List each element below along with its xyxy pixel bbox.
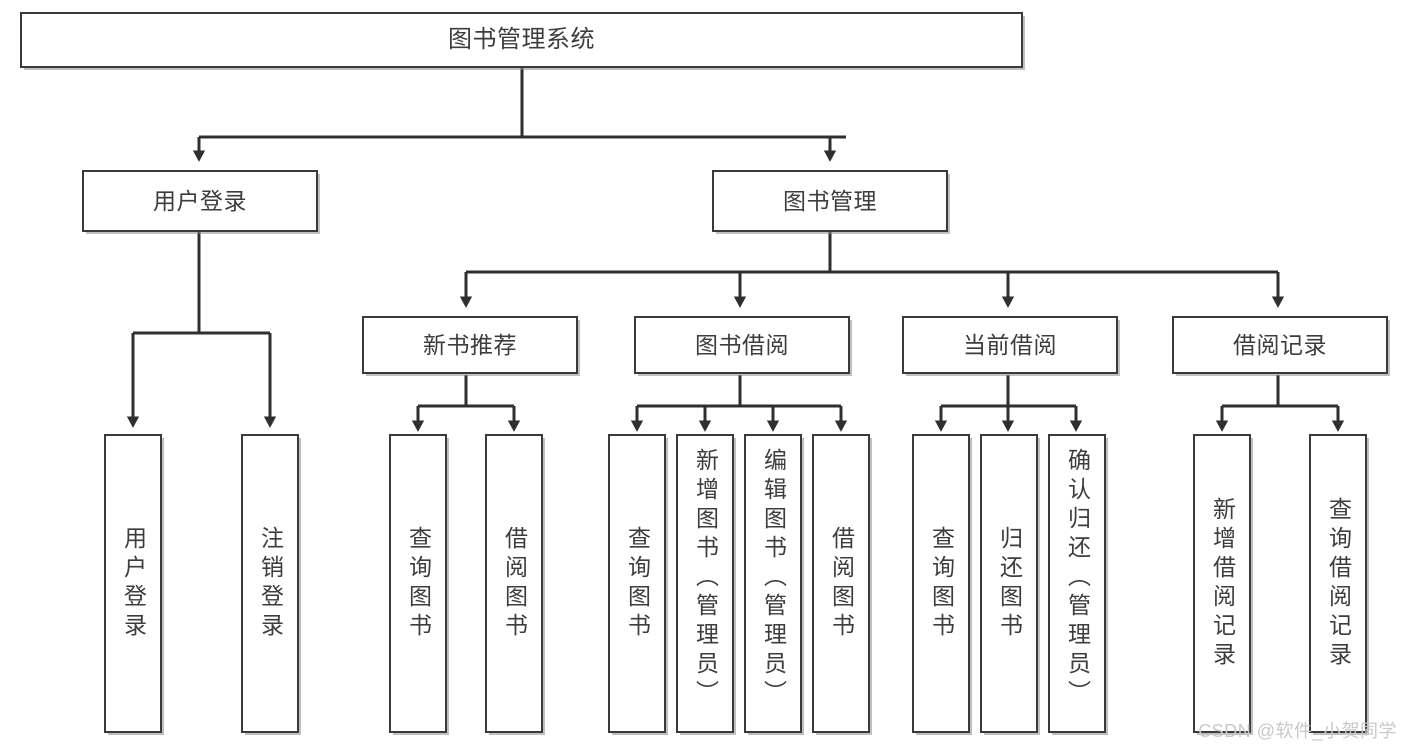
node-label: 新书推荐 (423, 331, 517, 358)
node-book-manage[interactable]: 图书管理 (712, 170, 948, 232)
node-label: 查询图书 (928, 525, 955, 642)
node-label: 新增图书（管理员） (692, 448, 719, 709)
leaf-borrow-book-2[interactable]: 借阅图书 (812, 434, 870, 733)
node-label: 注销登录 (257, 525, 284, 642)
node-label: 查询图书 (624, 525, 651, 642)
node-label: 图书借阅 (695, 331, 789, 358)
node-label: 编辑图书（管理员） (760, 448, 787, 709)
leaf-add-record[interactable]: 新增借阅记录 (1193, 434, 1251, 733)
node-label: 查询图书 (405, 525, 432, 642)
node-borrow-record[interactable]: 借阅记录 (1172, 316, 1388, 374)
node-label: 当前借阅 (963, 331, 1057, 358)
leaf-user-login[interactable]: 用户登录 (104, 434, 162, 733)
node-user-login[interactable]: 用户登录 (82, 170, 318, 232)
leaf-edit-book[interactable]: 编辑图书（管理员） (744, 434, 802, 733)
node-new-book-rec[interactable]: 新书推荐 (362, 316, 578, 374)
node-label: 图书管理 (783, 187, 877, 214)
leaf-return-book[interactable]: 归还图书 (980, 434, 1038, 733)
leaf-query-book-2[interactable]: 查询图书 (608, 434, 666, 733)
node-root-system[interactable]: 图书管理系统 (20, 12, 1023, 68)
node-label: 归还图书 (996, 525, 1023, 642)
node-label: 借阅图书 (501, 525, 528, 642)
leaf-borrow-book-1[interactable]: 借阅图书 (485, 434, 543, 733)
node-label: 确认归还（管理员） (1064, 448, 1091, 709)
node-label: 图书管理系统 (448, 26, 595, 54)
node-label: 用户登录 (153, 187, 247, 214)
node-label: 查询借阅记录 (1325, 496, 1352, 671)
leaf-confirm-return[interactable]: 确认归还（管理员） (1048, 434, 1106, 733)
node-book-borrow[interactable]: 图书借阅 (634, 316, 850, 374)
node-label: 用户登录 (120, 525, 147, 642)
leaf-logout[interactable]: 注销登录 (241, 434, 299, 733)
node-current-borrow[interactable]: 当前借阅 (902, 316, 1118, 374)
node-label: 借阅图书 (828, 525, 855, 642)
watermark-text: CSDN @软件_小贺同学 (1198, 721, 1397, 741)
leaf-query-book-3[interactable]: 查询图书 (912, 434, 970, 733)
leaf-add-book[interactable]: 新增图书（管理员） (676, 434, 734, 733)
leaf-query-book-1[interactable]: 查询图书 (389, 434, 447, 733)
leaf-query-record[interactable]: 查询借阅记录 (1309, 434, 1367, 733)
node-label: 新增借阅记录 (1209, 496, 1236, 671)
node-label: 借阅记录 (1233, 331, 1327, 358)
